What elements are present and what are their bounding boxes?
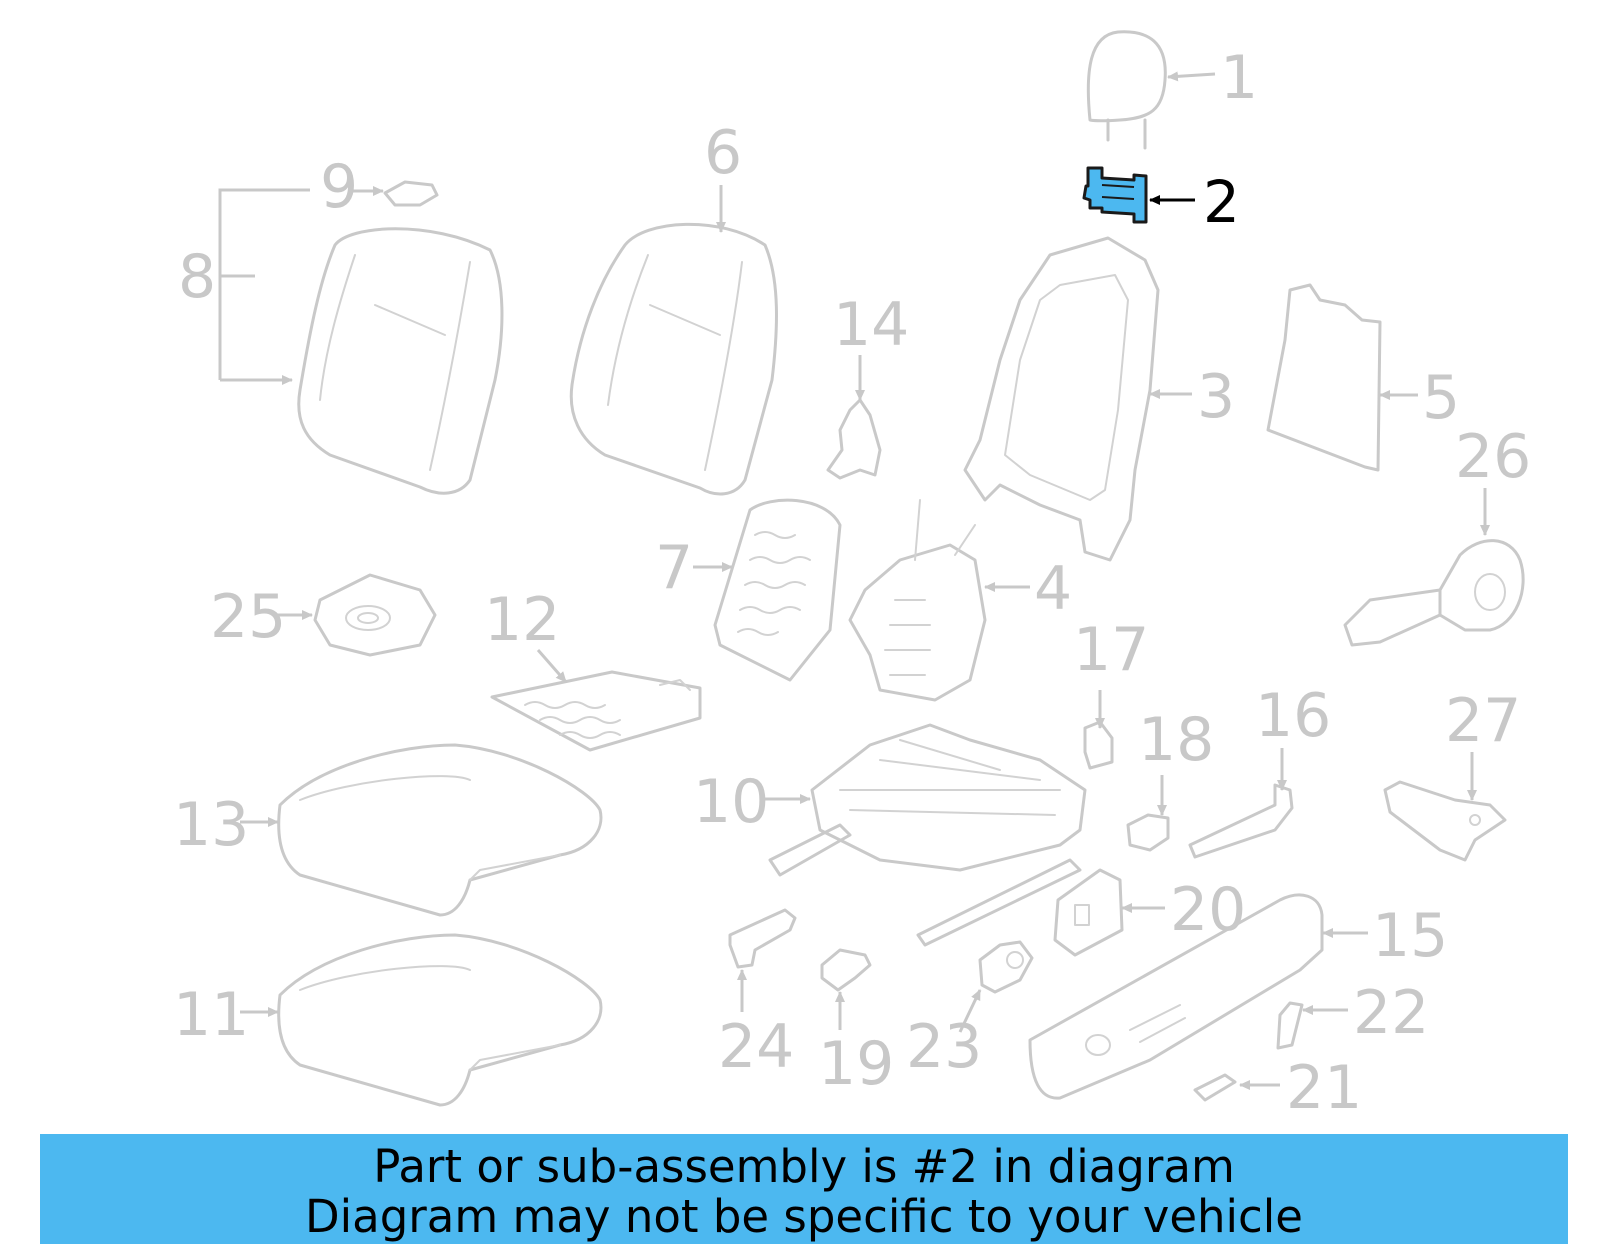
part-24-cover bbox=[728, 908, 797, 1012]
part-1-headrest bbox=[1086, 30, 1216, 150]
part-5-back-panel bbox=[1266, 283, 1418, 472]
callout-21: 21 bbox=[1286, 1053, 1362, 1123]
part-6-seatback-pad bbox=[569, 185, 778, 496]
part-7-back-heater bbox=[693, 498, 842, 682]
callout-5: 5 bbox=[1422, 363, 1460, 433]
part-11-cushion-pad bbox=[240, 933, 603, 1107]
callout-6: 6 bbox=[704, 118, 742, 188]
banner-line-1: Part or sub-assembly is #2 in diagram bbox=[373, 1140, 1235, 1193]
callout-26: 26 bbox=[1455, 422, 1531, 492]
callout-11: 11 bbox=[173, 980, 249, 1050]
callout-20: 20 bbox=[1170, 875, 1246, 945]
part-18-cap bbox=[1126, 775, 1170, 852]
part-20-latch bbox=[1053, 868, 1165, 957]
callout-18: 18 bbox=[1138, 705, 1214, 775]
callout-12: 12 bbox=[484, 585, 560, 655]
callout-19: 19 bbox=[818, 1029, 894, 1099]
callout-16: 16 bbox=[1255, 681, 1331, 751]
callout-3: 3 bbox=[1197, 362, 1235, 432]
part-25-speaker bbox=[275, 573, 437, 657]
part-27-bracket bbox=[1383, 752, 1507, 862]
part-15-side-shield bbox=[1028, 893, 1368, 1100]
part-26-motor bbox=[1343, 488, 1525, 647]
callout-1: 1 bbox=[1220, 43, 1258, 113]
banner-line-2: Diagram may not be specific to your vehi… bbox=[305, 1190, 1303, 1243]
part-21-knob bbox=[1193, 1073, 1280, 1102]
callout-24: 24 bbox=[718, 1012, 794, 1082]
part-14-bracket bbox=[826, 355, 882, 480]
part-19-clip bbox=[820, 948, 872, 1030]
callout-13: 13 bbox=[173, 790, 249, 860]
callout-2: 2 bbox=[1203, 168, 1240, 236]
callout-4: 4 bbox=[1034, 554, 1072, 624]
part-10-seat-frame bbox=[760, 723, 1087, 947]
callout-23: 23 bbox=[906, 1012, 982, 1082]
callout-25: 25 bbox=[210, 582, 286, 652]
part-12-cushion-heater bbox=[490, 649, 702, 752]
callout-17: 17 bbox=[1073, 615, 1149, 685]
part-2-headrest-guide bbox=[1082, 166, 1195, 224]
callout-14: 14 bbox=[833, 290, 909, 360]
callout-15: 15 bbox=[1372, 901, 1448, 971]
part-22-switch bbox=[1276, 1001, 1348, 1050]
part-3-seatback-frame bbox=[963, 236, 1192, 562]
part-13-cushion-cover bbox=[240, 743, 603, 917]
callout-10: 10 bbox=[693, 767, 769, 837]
callout-22: 22 bbox=[1353, 978, 1429, 1048]
info-banner: Part or sub-assembly is #2 in diagram Di… bbox=[40, 1134, 1568, 1244]
part-17-cover bbox=[1083, 690, 1114, 770]
callout-8: 8 bbox=[178, 242, 216, 312]
part-8-seatback-cover bbox=[218, 188, 504, 495]
part-23-motor bbox=[958, 940, 1034, 1033]
callout-9: 9 bbox=[320, 152, 358, 222]
part-9-clip bbox=[350, 180, 439, 207]
part-16-rod bbox=[1188, 748, 1294, 859]
callout-7: 7 bbox=[655, 533, 693, 603]
callout-27: 27 bbox=[1445, 686, 1521, 756]
part-4-lumbar-support bbox=[848, 499, 1030, 702]
